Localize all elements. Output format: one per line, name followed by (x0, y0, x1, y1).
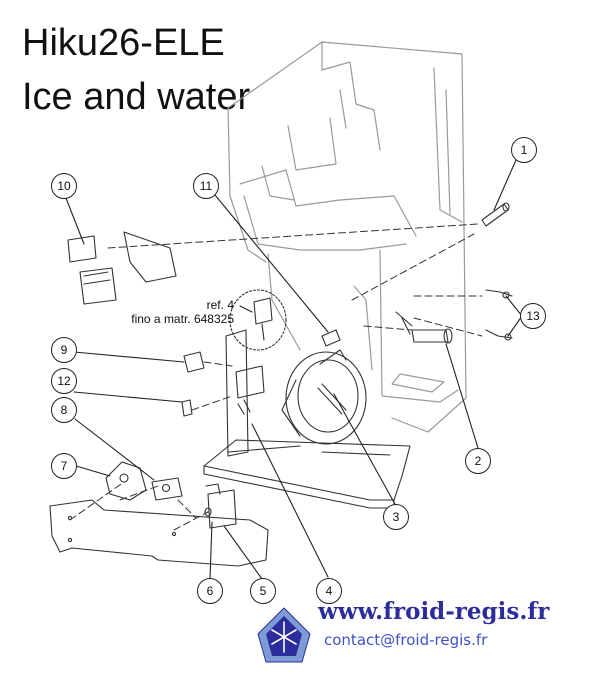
part-6-connector (204, 507, 212, 517)
callout-7: 7 (51, 453, 77, 479)
part-10-coil (67, 231, 177, 305)
assembly-lines (69, 223, 483, 531)
callout-4: 4 (316, 578, 342, 604)
callout-1: 1 (511, 137, 537, 163)
callout-10: 10 (51, 173, 77, 199)
reference-detail (229, 289, 287, 351)
callout-9: 9 (51, 337, 77, 363)
callout-5: 5 (250, 578, 276, 604)
part-13-wires (485, 289, 513, 341)
callout-3: 3 (383, 504, 409, 530)
callout-13: 13 (520, 303, 546, 329)
dispenser-housing (227, 41, 467, 433)
reference-note: ref. 4 fino a matr. 648325 (112, 298, 234, 326)
reference-note-line1: ref. 4 (206, 298, 234, 312)
callout-11: 11 (193, 173, 219, 199)
callout-2: 2 (465, 448, 491, 474)
part-8-thermostat (151, 477, 183, 501)
callout-6: 6 (197, 578, 223, 604)
leader-lines (63, 159, 523, 580)
snowflake-logo-icon (257, 607, 311, 663)
diagram-subtitle: Ice and water (22, 76, 251, 118)
front-bracket (49, 499, 269, 567)
part-1-tube (481, 202, 510, 227)
diagram-title: Hiku26-ELE (22, 22, 225, 64)
callout-12: 12 (51, 368, 77, 394)
part-2-cartridge (395, 311, 453, 344)
part-7-motor (105, 461, 147, 501)
email-link[interactable]: contact@froid-regis.fr (324, 631, 488, 649)
part-11-float (321, 329, 341, 347)
part-12-clip (181, 399, 193, 417)
part-5-relay (205, 483, 237, 529)
reference-note-line2: fino a matr. 648325 (131, 312, 234, 326)
website-link[interactable]: www.froid-regis.fr (318, 598, 550, 625)
part-4-solenoid (225, 329, 265, 457)
callout-8: 8 (51, 397, 77, 423)
part-3-drum (281, 349, 367, 445)
part-9-switch (183, 351, 205, 373)
